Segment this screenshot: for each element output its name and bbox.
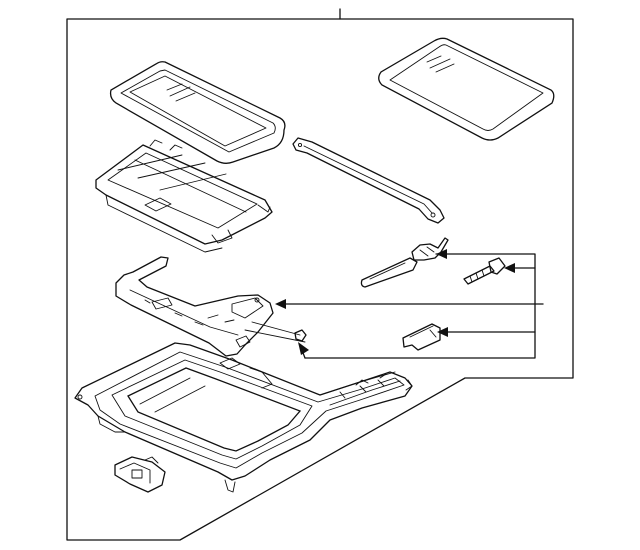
arrow-head xyxy=(275,299,286,309)
mounting-bolt xyxy=(463,257,506,285)
sunroof-glass-panel xyxy=(378,37,555,141)
motor-drive-unit xyxy=(114,456,166,493)
cable-guide-bracket xyxy=(360,237,449,288)
arrow-head xyxy=(436,249,447,259)
sunshade-assembly xyxy=(95,139,273,253)
leader-lines xyxy=(275,249,544,359)
slide-shoe xyxy=(402,323,441,351)
rear-guide-rail xyxy=(292,137,445,224)
front-deflector-frame xyxy=(115,256,307,357)
sunroof-housing-frame xyxy=(74,342,413,493)
arrow-head xyxy=(504,263,515,273)
diagram-boundary xyxy=(66,18,574,541)
sunroof-glass-seal-frame xyxy=(109,61,286,164)
arrow-head xyxy=(437,327,448,337)
